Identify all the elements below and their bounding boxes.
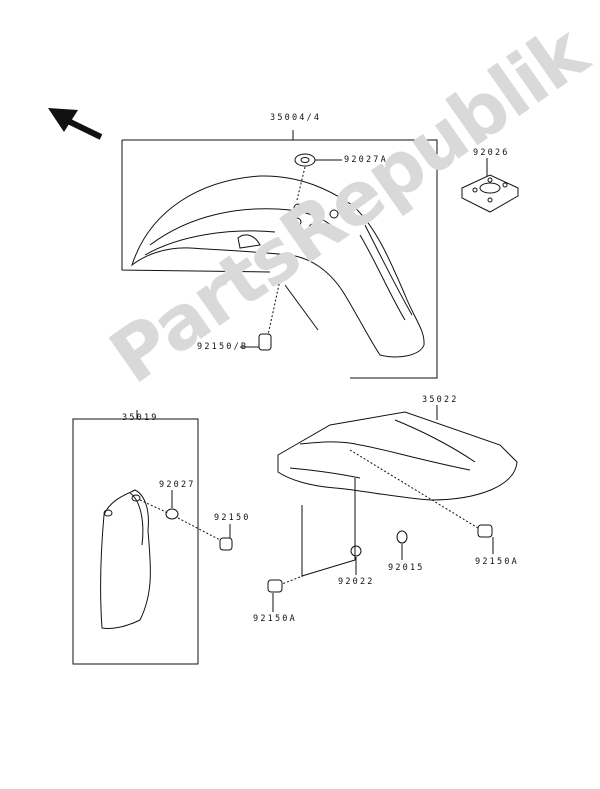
front-fender-group <box>121 130 438 379</box>
part-label-35022: 35022 <box>422 395 459 405</box>
mud-flap-group <box>72 410 233 665</box>
part-label-92026: 92026 <box>473 148 510 158</box>
part-label-92015: 92015 <box>388 563 425 573</box>
part-label-92150: 92150 <box>214 513 251 523</box>
part-label-92027A: 92027A <box>344 155 388 165</box>
direction-arrow-icon <box>48 108 103 140</box>
part-label-35019: 35019 <box>122 413 159 423</box>
part-label-35004-4: 35004/4 <box>270 113 322 123</box>
part-label-92022: 92022 <box>338 577 375 587</box>
part-label-92027: 92027 <box>159 480 196 490</box>
rear-fender-group <box>267 405 518 612</box>
part-label-92150A-left: 92150A <box>253 614 297 624</box>
part-label-92150A-right: 92150A <box>475 557 519 567</box>
spacer-block-group <box>461 158 519 213</box>
part-label-92150-B: 92150/B <box>197 342 249 352</box>
